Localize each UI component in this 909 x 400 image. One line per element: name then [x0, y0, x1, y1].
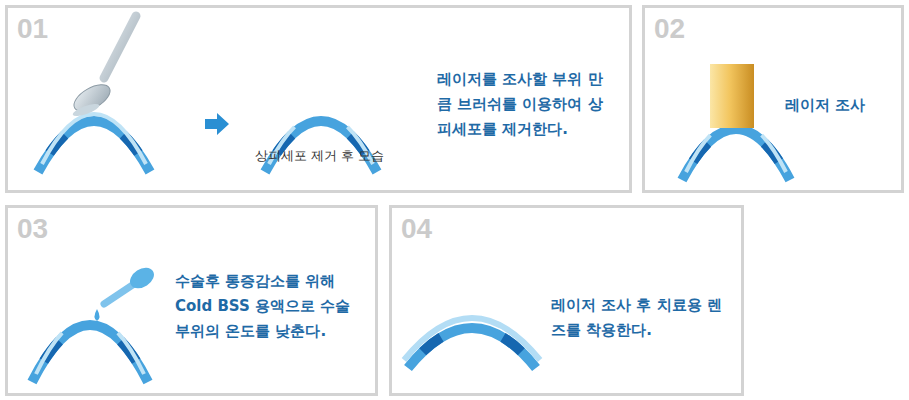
cornea-brush — [38, 16, 150, 172]
step-panel: 01 상피세포 제거 후 모습 레이저를 조사할 부위 만큼 브러쉬를 이용하여 상… — [5, 5, 632, 193]
step-number: 02 — [654, 15, 685, 43]
arrow — [205, 113, 229, 135]
step-text: 레이저를 조사할 부위 만큼 브러쉬를 이용하여 상피세포를 제거한다. — [437, 67, 615, 142]
step-text: 레이저 조사 후 치료용 렌즈를 착용한다. — [551, 293, 731, 343]
caption-text: 상피세포 제거 후 모습 — [255, 148, 384, 164]
step-panel: 04 레이저 조사 후 치료용 렌즈를 착용한다. — [389, 205, 744, 396]
cornea-removed — [265, 114, 377, 172]
step-panel: 03 수술후 통증감소를 위해 Cold BSS 용액으로 수술 부위의 온도를 … — [5, 205, 378, 396]
step-number: 04 — [401, 215, 432, 243]
cornea-laser — [682, 64, 790, 180]
step-number: 03 — [17, 215, 48, 243]
step-text: 레이저 조사 — [785, 93, 865, 118]
cornea-dropper — [32, 263, 158, 382]
step-text: 수술후 통증감소를 위해 Cold BSS 용액으로 수술 부위의 온도를 낮춘… — [175, 269, 367, 344]
cornea-lens — [404, 318, 540, 368]
step-panel: 02 레이저 조사 — [642, 5, 904, 193]
step-number: 01 — [17, 15, 48, 43]
